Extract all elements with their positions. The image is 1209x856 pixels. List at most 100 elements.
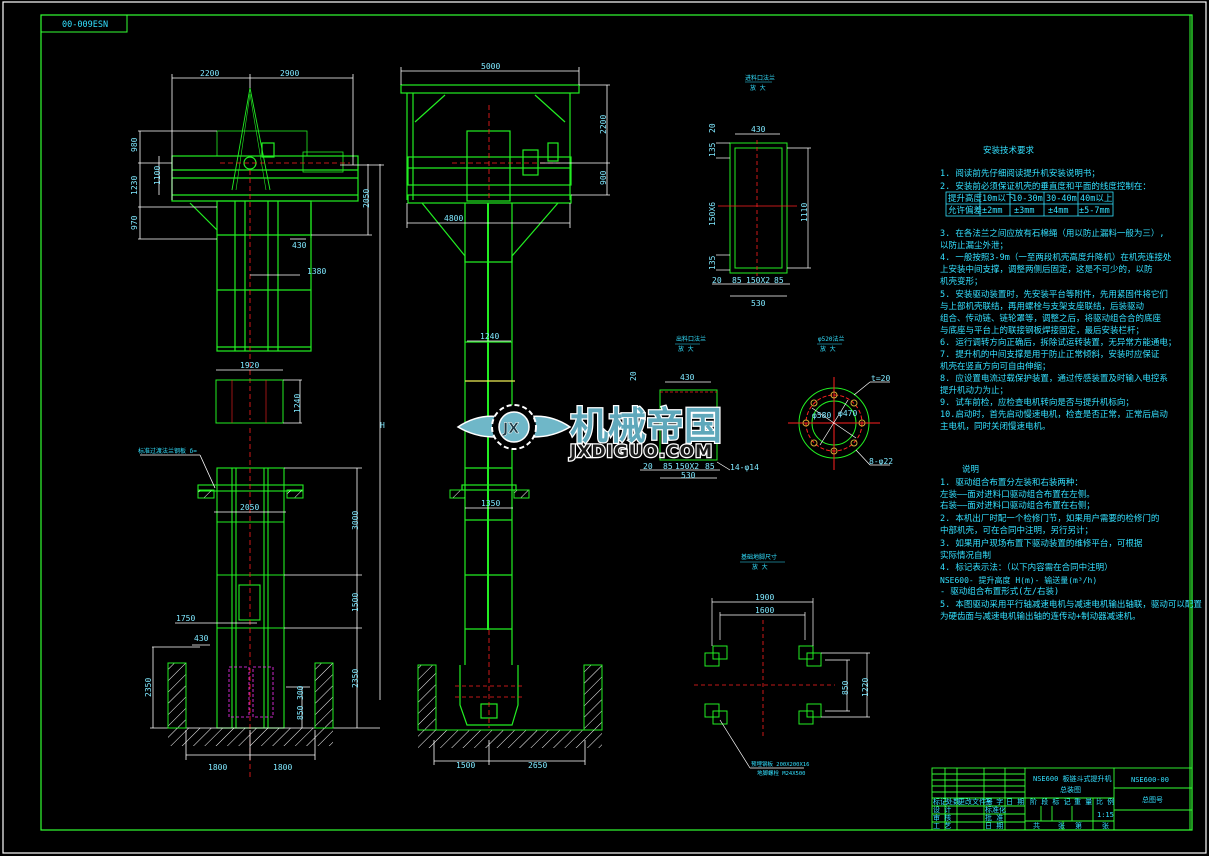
dim-1800-left: 1800: [208, 763, 227, 772]
dim-85a-a: 85: [732, 276, 742, 285]
floor-hatch: [513, 489, 530, 499]
svg-text:1. 驱动组合布置分左装和右装两种：: 1. 驱动组合布置分左装和右装两种：: [940, 477, 1083, 488]
table-cell-3: ±4mm: [1048, 206, 1068, 216]
dim-1380: 1380: [307, 267, 326, 276]
dim-85b-b: 85: [705, 462, 715, 471]
table-header-2: 10-30m: [1012, 194, 1043, 204]
dim-t20: t=20: [871, 374, 890, 383]
detail-a-title: 进料口法兰: [745, 74, 775, 82]
code-box: [40, 14, 128, 33]
svg-text:组合、传动链、链轮罩等，调整之后，将驱动组合合的底座: 组合、传动链、链轮罩等，调整之后，将驱动组合合的底座: [940, 313, 1162, 324]
svg-text:以防止漏尘外泄；: 以防止漏尘外泄；: [940, 240, 1008, 251]
svg-text:第: 第: [1075, 821, 1082, 830]
svg-text:审 核: 审 核: [933, 813, 951, 822]
floor-hatch: [286, 489, 304, 499]
svg-text:阶 段 标 记: 阶 段 标 记: [1030, 797, 1071, 806]
svg-text:张: 张: [1102, 821, 1109, 830]
title-drawing-number: NSE600-00: [1131, 776, 1169, 784]
svg-text:NSE600- 提升高度 H(m)- 输送量(m³/h): NSE600- 提升高度 H(m)- 输送量(m³/h): [940, 575, 1097, 585]
dim-1100: 1100: [153, 166, 162, 185]
foundation-note-1: 预埋钢板 200X200X16: [751, 760, 809, 768]
title-block: [931, 767, 1193, 831]
svg-text:工 艺: 工 艺: [933, 822, 951, 830]
svg-text:左装——面对进料口驱动组合布置在左侧。: 左装——面对进料口驱动组合布置在左侧。: [940, 489, 1095, 500]
front-head-dimensions: [138, 74, 384, 700]
dim-135b: 135: [708, 255, 717, 270]
svg-text:实际情况自制: 实际情况自制: [940, 550, 991, 561]
pit-wall-right: [314, 662, 334, 729]
table-cell-1: ±2mm: [982, 206, 1002, 216]
dim-150x2-b: 150X2: [675, 462, 699, 471]
dim-430-a: 430: [751, 125, 766, 134]
dim-1920: 1920: [240, 361, 259, 370]
logo-jx: JX: [502, 421, 519, 437]
detail-a-dims: [712, 133, 811, 297]
svg-text:5. 安装驱动装置时，先安装平台等附件，先用紧固件将它们: 5. 安装驱动装置时，先安装平台等附件，先用紧固件将它们: [940, 289, 1168, 300]
svg-text:4. 标记表示法：（以下内容需在合同中注明）: 4. 标记表示法：（以下内容需在合同中注明）: [940, 562, 1113, 573]
foundation-title: 基础地脚尺寸: [741, 553, 777, 561]
dim-430b: 430: [194, 634, 209, 643]
svg-text:3. 如果用户现场布置下驱动装置的维修平台，可根据: 3. 如果用户现场布置下驱动装置的维修平台，可根据: [940, 538, 1143, 549]
front-mid-section: [215, 379, 284, 424]
dim-980: 980: [130, 137, 139, 152]
dim-150x6: 150X6: [708, 202, 717, 226]
svg-text:机壳在竖直方向可自由伸缩；: 机壳在竖直方向可自由伸缩；: [940, 361, 1051, 372]
dim-135a: 135: [708, 142, 717, 157]
install-item-1: 1. 阅读前先仔细阅读提升机安装说明书；: [940, 168, 1100, 179]
table-header-0: 提升高度: [948, 193, 983, 204]
dim-20-bottom-a: 20: [712, 276, 722, 285]
mid-dimensions: [216, 369, 302, 424]
svg-text:签 字: 签 字: [985, 797, 1003, 806]
title-product-name: NSE600 板链斗式提升机: [1033, 774, 1112, 783]
svg-text:批 准: 批 准: [985, 813, 1003, 822]
svg-text:标准化: 标准化: [985, 805, 1006, 814]
detail-c-title: φ520法兰: [818, 335, 844, 343]
svg-text:8. 应设置电流过载保护装置，通过传感装置及时输入电控系: 8. 应设置电流过载保护装置，通过传感装置及时输入电控系: [940, 373, 1168, 384]
dim-1600: 1600: [755, 606, 774, 615]
dim-300: 300: [296, 685, 305, 700]
svg-text:主电机，同时关闭慢速电机。: 主电机，同时关闭慢速电机。: [940, 421, 1051, 432]
svg-text:5. 本图驱动采用平行轴减速电机与减速电机输出轴联，驱动可以: 5. 本图驱动采用平行轴减速电机与减速电机输出轴联，驱动可以配置: [940, 599, 1202, 610]
svg-text:- 驱动组合布置形式(左/右装): - 驱动组合布置形式(左/右装): [940, 586, 1059, 597]
side-view-head: [400, 84, 580, 726]
floor-hatch: [197, 489, 215, 499]
dim-5000: 5000: [481, 62, 500, 71]
title-scale: 1:15: [1097, 811, 1114, 819]
detail-c-dims: [811, 381, 890, 466]
dim-2200: 2200: [200, 69, 219, 78]
front-view-head: [171, 87, 359, 352]
svg-text:张: 张: [1058, 821, 1065, 830]
dim-1240: 1240: [293, 394, 302, 413]
detail-c-round-flange: [788, 377, 880, 470]
dim-1350: 1350: [481, 499, 500, 508]
dim-20-b: 20: [629, 371, 638, 381]
leader-note: 标准过渡法兰钢板 δ=: [138, 447, 197, 455]
dim-530-b: 530: [681, 471, 696, 480]
svg-text:重 量: 重 量: [1074, 798, 1092, 806]
pit-floor: [418, 730, 602, 748]
dim-430-b: 430: [680, 373, 695, 382]
svg-text:与底座与平台上的联接钢板焊接固定，最后安装栏杆；: 与底座与平台上的联接钢板焊接固定，最后安装栏杆；: [940, 325, 1144, 336]
svg-text:提升机动力为止；: 提升机动力为止；: [940, 385, 1008, 396]
svg-text:7. 提升机的中间支撑是用于防止正常倾斜，安装时应保证: 7. 提升机的中间支撑是用于防止正常倾斜，安装时应保证: [940, 349, 1160, 360]
dim-1750: 1750: [176, 614, 195, 623]
pit-floor: [168, 728, 333, 746]
title-drawing-name: 总图号: [1142, 795, 1163, 804]
svg-text:共: 共: [1033, 821, 1040, 830]
pit-wall-left: [167, 662, 187, 729]
dim-2900: 2900: [280, 69, 299, 78]
dim-2200-side: 2200: [599, 115, 608, 134]
logo-en: JXDIGUO.COM: [569, 442, 713, 462]
svg-text:2. 本机出厂时配一个检修门节，如果用户需要的检修门的: 2. 本机出厂时配一个检修门节，如果用户需要的检修门的: [940, 513, 1159, 524]
dim-430: 430: [292, 241, 307, 250]
dim-1110: 1110: [800, 203, 809, 222]
dim-H: H: [380, 421, 385, 430]
dim-1800-right: 1800: [273, 763, 292, 772]
dim-3000: 3000: [351, 511, 360, 530]
dim-1900: 1900: [755, 593, 774, 602]
title-block-mid-labels: 阶 段 标 记 重 量 比 例 共 张 第 张: [1030, 797, 1114, 830]
install-item-2: 2. 安装前必须保证机壳的垂直度和平面的线度控制在：: [940, 181, 1151, 192]
pit-wall-right: [583, 664, 603, 731]
